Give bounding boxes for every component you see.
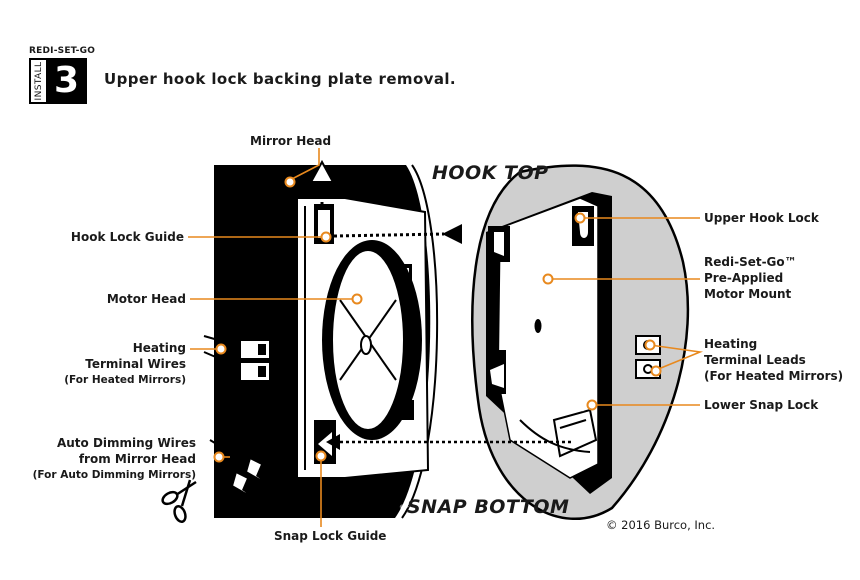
snap-bottom-label: SNAP BOTTOM <box>407 496 570 518</box>
motor-mount-label: Redi-Set-Go™ Pre-Applied Motor Mount <box>704 254 797 302</box>
lift-arrow-icon <box>309 159 335 183</box>
brand-label: REDI-SET-GO <box>29 46 96 56</box>
auto-dimming-wires-drawing <box>209 439 274 498</box>
auto-dimming-wires-label: Auto Dimming Wires from Mirror Head (For… <box>4 435 196 483</box>
auto-dim-line-1: Auto Dimming Wires <box>56 436 196 450</box>
motor-mount-line-2: Pre-Applied <box>704 271 784 285</box>
install-step-badge: INSTALL 3 <box>29 58 87 104</box>
lower-snap-lock-label: Lower Snap Lock <box>704 398 819 412</box>
heating-leads-line-2: Terminal Leads <box>704 353 806 367</box>
svg-text:©2016 BURCO INC: ©2016 BURCO INC <box>580 355 587 412</box>
motor-mount-line-1: Redi-Set-Go™ <box>704 255 797 269</box>
hook-top-label: HOOK TOP <box>432 162 549 184</box>
snap-lock-guide-label: Snap Lock Guide <box>274 529 387 543</box>
heating-terminal-wires-label: Heating Terminal Wires (For Heated Mirro… <box>40 340 186 388</box>
heating-leads-line-1: Heating <box>704 337 758 351</box>
callout-dots <box>213 176 662 463</box>
hook-lock-guide-label: Hook Lock Guide <box>70 230 184 244</box>
step-title: Upper hook lock backing plate removal. <box>104 70 456 88</box>
heating-leads-line-3: (For Heated Mirrors) <box>704 369 844 383</box>
copyright-notice: © 2016 Burco, Inc. <box>606 518 716 532</box>
mirror-housing-drawing: ©2016 BURCO INC <box>471 164 690 520</box>
hook-direction-arrow-icon <box>442 224 462 244</box>
heating-wires-line-3: (For Heated Mirrors) <box>64 374 186 386</box>
heating-terminal-wires-drawing <box>203 335 271 382</box>
upper-hook-lock-label: Upper Hook Lock <box>704 211 819 225</box>
heating-wires-line-2: Terminal Wires <box>85 357 186 371</box>
heating-wires-line-1: Heating <box>132 341 186 355</box>
mirror-head-drawing: ©2016 BURCO INC <box>214 164 454 519</box>
step-number: 3 <box>48 60 85 102</box>
auto-dim-line-2: from Mirror Head <box>78 452 196 466</box>
callout-leaders <box>188 148 704 527</box>
motor-mount-line-3: Motor Mount <box>704 287 792 301</box>
auto-dim-line-3: (For Auto Dimming Mirrors) <box>32 469 196 481</box>
heating-terminal-leads-label: Heating Terminal Leads (For Heated Mirro… <box>704 336 843 384</box>
snap-direction-arrow-icon <box>326 434 340 450</box>
engagement-arrows <box>326 224 572 450</box>
motor-head-label: Motor Head <box>106 292 186 306</box>
scissors-icon <box>161 479 197 523</box>
mirror-head-label: Mirror Head <box>250 134 332 148</box>
badge-side: INSTALL <box>31 60 48 102</box>
